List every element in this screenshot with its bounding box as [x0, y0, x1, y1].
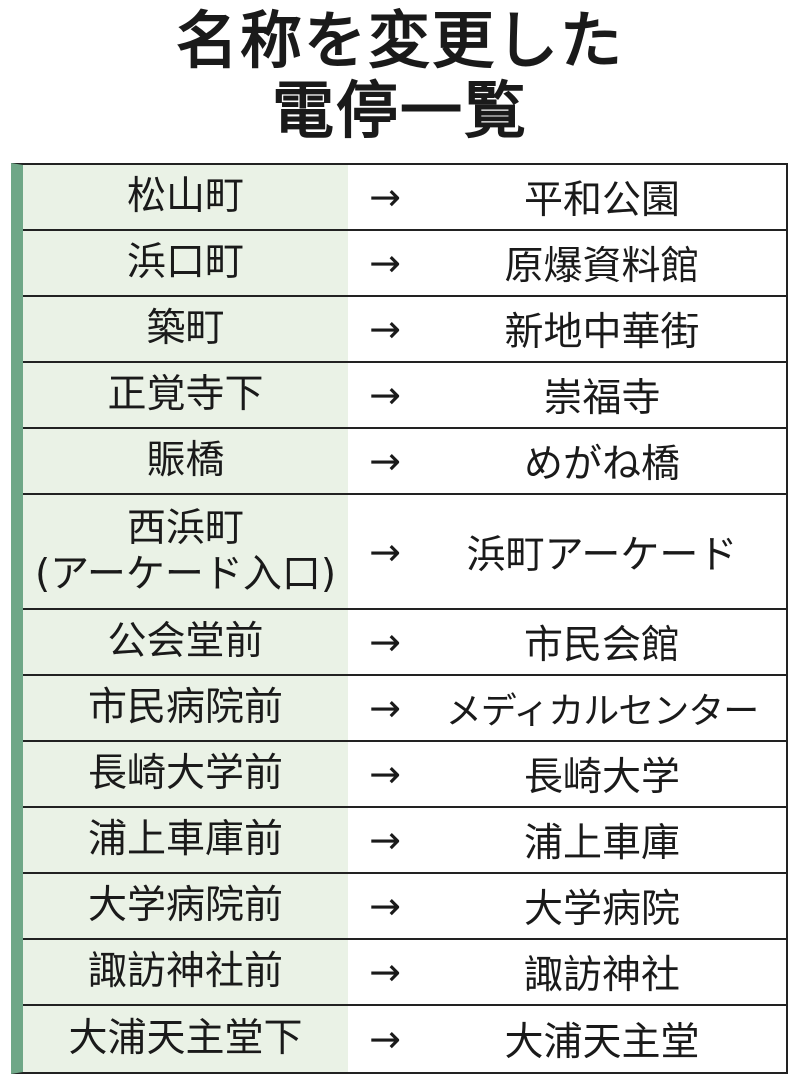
new-station-name: 市民会館	[523, 623, 680, 668]
old-station-name: 西浜町(アーケード入口)	[23, 495, 348, 608]
old-station-main: 公会堂前	[107, 619, 264, 664]
old-station-main: 築町	[146, 306, 225, 351]
old-station-main: 松山町	[126, 174, 244, 219]
station-rename-table: 松山町 → 平和公園浜口町 → 原爆資料館築町 → 新地中華街正覚寺下 → 崇福寺賑橋 → めがね橋…	[11, 163, 788, 1074]
table-row: 浦上車庫前 → 浦上車庫	[23, 808, 786, 874]
title-line-1: 名称を変更した	[175, 4, 624, 77]
new-station-name: 崇福寺	[543, 376, 661, 421]
old-station-name: 公会堂前	[23, 610, 348, 674]
old-station-name: 長崎大学前	[23, 742, 348, 806]
old-station-sub: (アーケード入口)	[34, 551, 337, 597]
table-row: 大学病院前 → 大学病院	[23, 874, 786, 940]
old-station-name: 大学病院前	[23, 874, 348, 938]
table-row: 諏訪神社前 → 諏訪神社	[23, 940, 786, 1006]
arrow-icon: →	[369, 529, 401, 574]
old-station-name: 市民病院前	[23, 676, 348, 740]
table-body: 松山町 → 平和公園浜口町 → 原爆資料館築町 → 新地中華街正覚寺下 → 崇福寺賑橋 → めがね橋…	[23, 165, 786, 1072]
old-station-main: 正覚寺下	[107, 372, 264, 417]
table-row: 長崎大学前 → 長崎大学	[23, 742, 786, 808]
old-station-name: 諏訪神社前	[23, 940, 348, 1004]
table-row: 西浜町(アーケード入口) → 浜町アーケード	[23, 495, 786, 610]
arrow-icon: →	[369, 307, 401, 351]
old-station-name: 築町	[23, 297, 348, 361]
page-title: 名称を変更した 電停一覧	[0, 6, 800, 146]
new-station-name: 新地中華街	[504, 310, 700, 355]
old-station-main: 賑橋	[146, 438, 225, 483]
arrow-icon: →	[369, 241, 401, 285]
arrow-icon: →	[369, 950, 401, 994]
arrow-icon: →	[369, 818, 401, 862]
arrow-icon: →	[369, 373, 401, 417]
arrow-icon: →	[369, 1017, 401, 1061]
old-station-main: 大浦天主堂下	[68, 1016, 303, 1061]
old-station-name: 浜口町	[23, 231, 348, 295]
new-station-name: 諏訪神社	[523, 953, 680, 998]
old-station-name: 正覚寺下	[23, 363, 348, 427]
old-station-name: 松山町	[23, 165, 348, 229]
old-station-name: 浦上車庫前	[23, 808, 348, 872]
arrow-icon: →	[369, 175, 401, 219]
new-station-name: 平和公園	[523, 178, 680, 223]
table-row: 賑橋 → めがね橋	[23, 429, 786, 495]
new-station-name: 大学病院	[523, 887, 680, 932]
arrow-icon: →	[369, 752, 401, 796]
old-station-main: 浦上車庫前	[87, 817, 283, 862]
arrow-icon: →	[369, 686, 401, 730]
old-station-main: 大学病院前	[87, 883, 283, 928]
table-row: 浜口町 → 原爆資料館	[23, 231, 786, 297]
new-station-name: 浦上車庫	[523, 821, 680, 866]
arrow-icon: →	[369, 884, 401, 928]
old-station-main: 長崎大学前	[87, 751, 283, 796]
new-station-name: めがね橋	[523, 442, 680, 487]
new-station-name: 長崎大学	[523, 755, 680, 800]
new-station-name: メディカルセンター	[445, 691, 759, 732]
old-station-name: 賑橋	[23, 429, 348, 493]
new-station-name: 大浦天主堂	[504, 1020, 700, 1065]
arrow-icon: →	[369, 439, 401, 483]
new-station-name: 原爆資料館	[504, 244, 700, 289]
old-station-main: 西浜町	[126, 505, 244, 551]
table-row: 大浦天主堂下 → 大浦天主堂	[23, 1006, 786, 1072]
arrow-icon: →	[369, 620, 401, 664]
old-station-main: 市民病院前	[87, 685, 283, 730]
old-station-main: 浜口町	[126, 240, 244, 285]
title-line-2: 電停一覧	[271, 74, 528, 147]
old-station-name: 大浦天主堂下	[23, 1006, 348, 1072]
table-row: 松山町 → 平和公園	[23, 165, 786, 231]
table-row: 市民病院前 → メディカルセンター	[23, 676, 786, 742]
new-station-name: 浜町アーケード	[466, 532, 738, 578]
table-row: 正覚寺下 → 崇福寺	[23, 363, 786, 429]
table-row: 築町 → 新地中華街	[23, 297, 786, 363]
table-row: 公会堂前 → 市民会館	[23, 610, 786, 676]
old-station-main: 諏訪神社前	[87, 949, 283, 994]
